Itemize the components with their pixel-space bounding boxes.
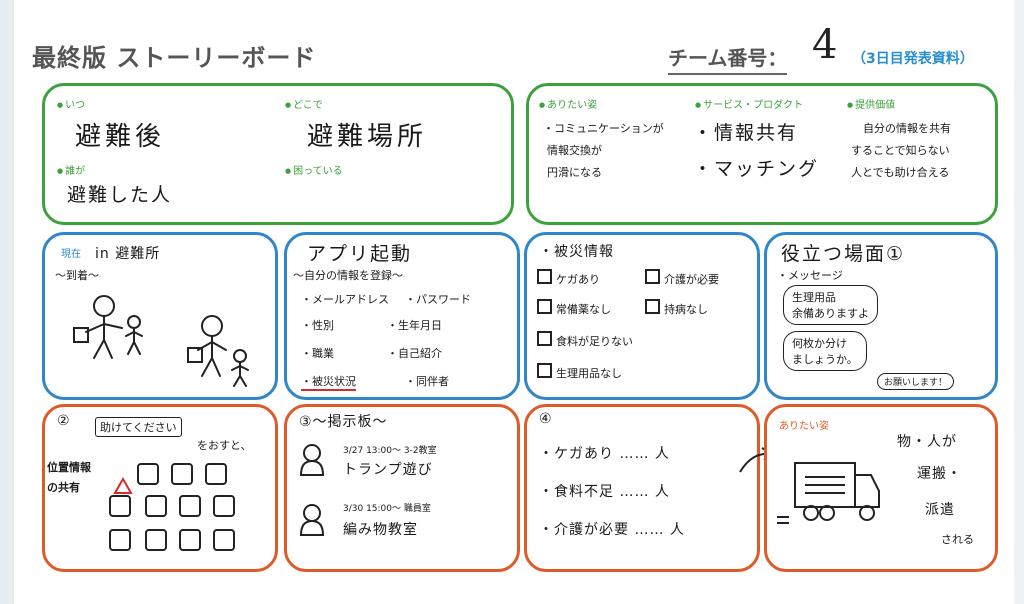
message-bubble-2: 何枚か分け ましょうか。 (783, 331, 867, 371)
app-launch-title: アプリ起動 (307, 243, 413, 265)
grid-square (137, 463, 159, 485)
service-label: サービス・プロダクト (695, 96, 803, 111)
panel-ideal-outcome: ありたい姿 物・人が 運搬・ 派遣 される (764, 404, 998, 572)
truck-icon (777, 462, 880, 524)
grid-square (213, 495, 235, 517)
stick-figures-illustration (73, 295, 249, 387)
app-launch-subtitle: ～自分の情報を登録～ (293, 269, 403, 282)
aggregate-food: ・食料不足 …… 人 (539, 484, 670, 500)
warning-triangle-icon (113, 477, 133, 494)
team-label: チーム番号： (668, 42, 788, 75)
location-text-1: 位置情報 (47, 461, 91, 474)
post-1-title: トランプ遊び (343, 462, 433, 478)
trouble-label: 困っている (285, 162, 343, 177)
ideal-outcome-label: ありたい姿 (779, 421, 829, 432)
grid-square (171, 463, 193, 485)
grid-square (145, 529, 167, 551)
ideal-label: ありたい姿 (539, 96, 597, 111)
aggregate-injury: ・ケガあり …… 人 (539, 446, 670, 462)
location-text-2: の共有 (47, 481, 80, 494)
reg-item-password: ・パスワード (405, 293, 471, 306)
user-icon (299, 444, 325, 476)
damage-item-no-medicine: 常備薬なし (537, 299, 611, 317)
bulletin-title: ③～掲示板～ (299, 414, 388, 430)
arrival-line-1: in 避難所 (95, 246, 161, 262)
panel-use-case-1: 役立つ場面① ・メッセージ 生理用品 余備ありますよ 何枚か分け ましょうか。 … (764, 232, 998, 400)
who-value: 避難した人 (67, 184, 173, 206)
damage-item-food: 食料が足りない (537, 331, 633, 349)
value-line-3: 人とでも助け合える (851, 166, 950, 179)
aggregate-care: ・介護が必要 …… 人 (539, 522, 685, 538)
service-line-1: ・情報共有 (693, 122, 799, 144)
ideal-outcome-line-2: 運搬・ (917, 466, 962, 482)
step-4-number: ④ (539, 411, 553, 427)
damage-item-injury: ケガあり (537, 269, 600, 287)
panel-bulletin-board: ③～掲示板～ 3/27 13:00～ 3-2教室 トランプ遊び 3/30 15:… (284, 404, 520, 572)
ideal-line-3: 円滑になる (547, 166, 602, 179)
post-2-meta: 3/30 15:00～ 職員室 (343, 504, 431, 514)
grid-square (213, 529, 235, 551)
who-label: 誰が (57, 162, 85, 177)
arrival-line-2: ～到着～ (55, 269, 99, 282)
value-line-2: することで知らない (851, 144, 950, 157)
presentation-note: （3日目発表資料） (852, 51, 974, 67)
damage-item-sanitary: 生理用品なし (537, 363, 622, 381)
ideal-line-1: ・コミュニケーションが (543, 122, 664, 135)
panel-damage-info: ・被災情報 ケガあり 介護が必要 常備薬なし 持病なし 食料が足りない 生理用品… (524, 232, 760, 400)
grid-square (205, 463, 227, 485)
reg-item-damage-status: ・被災状況 (301, 373, 356, 391)
panel-aggregate: ④ ・ケガあり …… 人 ・食料不足 …… 人 ・介護が必要 …… 人 (524, 404, 760, 572)
value-line-1: 自分の情報を共有 (863, 122, 951, 135)
damage-item-care: 介護が必要 (645, 269, 719, 287)
grid-square (109, 529, 131, 551)
ideal-outcome-line-4: される (941, 533, 974, 546)
page-edge-left (0, 0, 14, 604)
panel-location-share: ② 助けてください をおすと、 位置情報 の共有 (42, 404, 278, 572)
ideal-outcome-line-1: 物・人が (897, 434, 957, 450)
when-value: 避難後 (75, 122, 166, 152)
reg-item-birthdate: ・生年月日 (387, 319, 442, 332)
grid-square (145, 495, 167, 517)
help-button-sketch: 助けてください (95, 417, 182, 437)
panel-scenario: いつ 避難後 どこで 避難場所 誰が 避難した人 困っている (42, 83, 514, 225)
where-label: どこで (285, 96, 323, 111)
service-line-2: ・マッチング (693, 158, 820, 180)
ideal-outcome-line-3: 派遣 (925, 502, 955, 518)
page-title: 最終版 ストーリーボード (32, 44, 317, 72)
grid-square (179, 529, 201, 551)
value-label: 提供価値 (847, 96, 895, 111)
page-edge-right (1014, 0, 1024, 604)
message-label: ・メッセージ (777, 269, 843, 282)
grid-square (179, 495, 201, 517)
damage-item-no-chronic: 持病なし (645, 299, 708, 317)
where-value: 避難場所 (307, 122, 428, 152)
message-bubble-3: お願いします！ (877, 373, 955, 390)
push-text: をおすと、 (197, 439, 252, 452)
grid-square (109, 495, 131, 517)
post-1-meta: 3/27 13:00～ 3-2教室 (343, 446, 437, 456)
reg-item-email: ・メールアドレス (301, 293, 389, 306)
message-bubble-1: 生理用品 余備ありますよ (783, 285, 878, 325)
team-number: 4 (812, 22, 838, 68)
reg-item-occupation: ・職業 (301, 347, 334, 360)
panel-arrival: 現在 in 避難所 ～到着～ (42, 232, 278, 400)
panel-app-launch: アプリ起動 ～自分の情報を登録～ ・メールアドレス ・パスワード ・性別 ・生年… (284, 232, 520, 400)
step-2-number: ② (57, 413, 71, 429)
use-case-1-title: 役立つ場面① (781, 243, 906, 265)
user-icon (299, 504, 325, 536)
post-2-title: 編み物教室 (343, 522, 418, 538)
panel-vision: ありたい姿 ・コミュニケーションが 情報交換が 円滑になる サービス・プロダクト… (526, 83, 998, 225)
when-label: いつ (57, 96, 85, 111)
damage-info-title: ・被災情報 (539, 244, 614, 260)
reg-item-companion: ・同伴者 (405, 375, 449, 388)
reg-item-gender: ・性別 (301, 319, 334, 332)
reg-item-self-intro: ・自己紹介 (387, 347, 442, 360)
ideal-line-2: 情報交換が (547, 144, 602, 157)
current-label: 現在 (61, 249, 81, 260)
